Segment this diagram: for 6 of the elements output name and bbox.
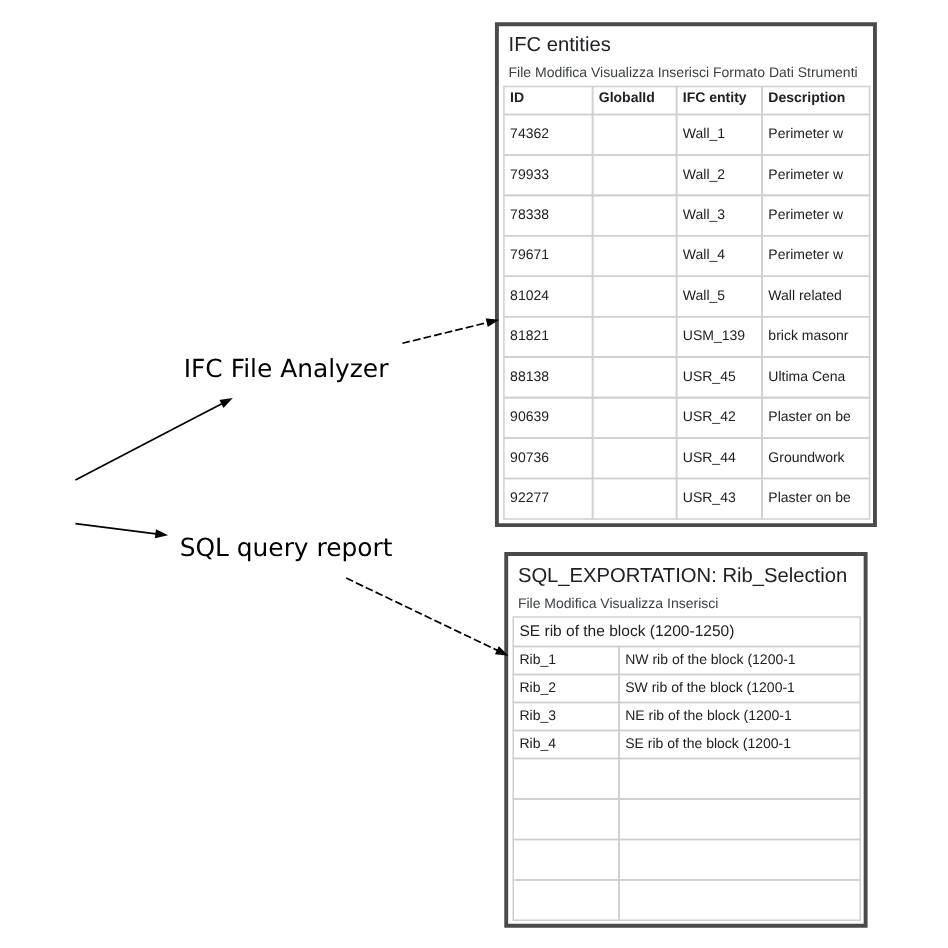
- node-text: IFC File Analyzer: [183, 352, 389, 383]
- arrow: [345, 576, 509, 655]
- node-text: SQL query report: [179, 530, 393, 561]
- arrow: [74, 397, 233, 480]
- arrow: [74, 521, 169, 538]
- arrow: [401, 317, 500, 344]
